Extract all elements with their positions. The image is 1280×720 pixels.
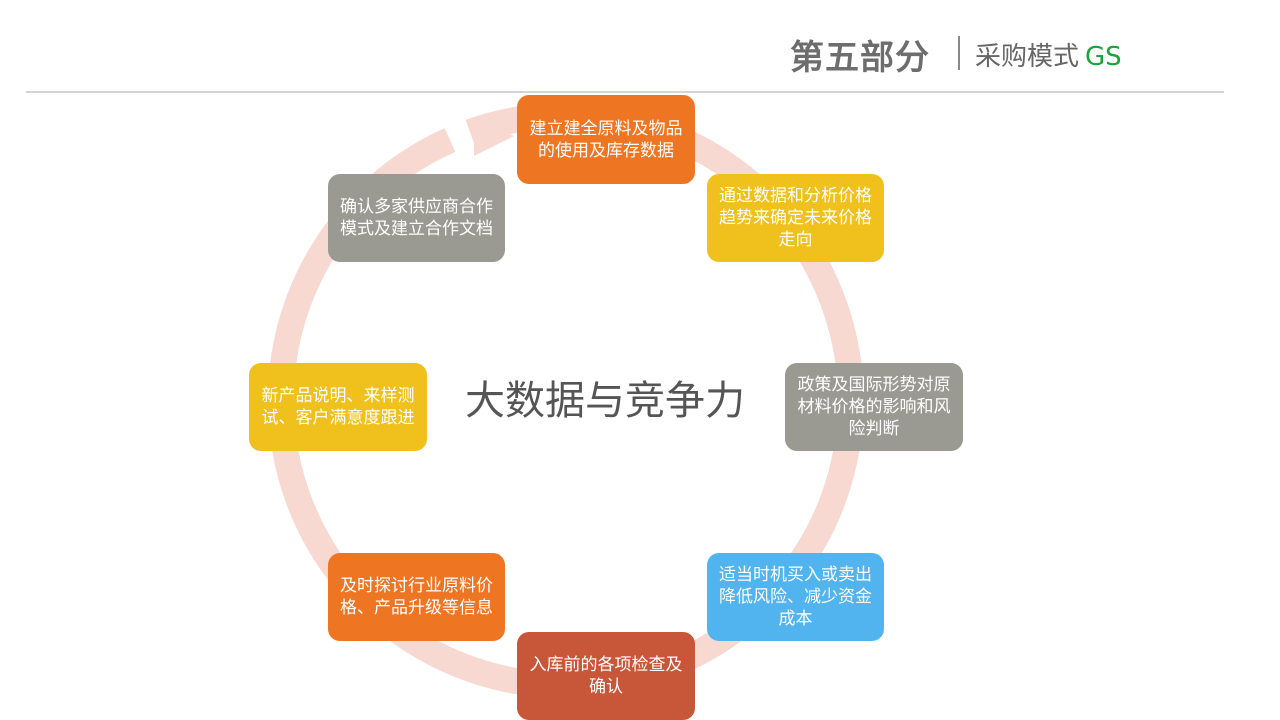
cycle-node-4-text: 适当时机买入或卖出降低风险、减少资金成本 <box>719 565 872 629</box>
header-rule <box>26 91 1224 93</box>
cycle-node-2: 通过数据和分析价格趋势来确定未来价格走向 <box>707 174 884 262</box>
cycle-node-5-text: 入库前的各项检查及确认 <box>529 655 683 697</box>
cycle-node-8: 确认多家供应商合作模式及建立合作文档 <box>328 174 505 262</box>
cycle-node-8-text: 确认多家供应商合作模式及建立合作文档 <box>340 197 493 239</box>
subtitle-text: 采购模式 <box>975 42 1080 72</box>
cycle-node-2-text: 通过数据和分析价格趋势来确定未来价格走向 <box>719 186 872 250</box>
cycle-node-5: 入库前的各项检查及确认 <box>517 632 695 720</box>
cycle-node-1: 建立建全原料及物品的使用及库存数据 <box>517 95 695 184</box>
cycle-node-6: 及时探讨行业原料价格、产品升级等信息 <box>328 553 505 641</box>
cycle-node-7-text: 新产品说明、来样测试、客户满意度跟进 <box>261 386 415 428</box>
section-title: 第五部分 <box>790 38 930 78</box>
cycle-node-4: 适当时机买入或卖出降低风险、减少资金成本 <box>707 553 884 641</box>
diagram-center-title: 大数据与竞争力 <box>465 378 745 424</box>
cycle-arrow-head <box>474 118 514 156</box>
header-divider <box>958 36 960 70</box>
cycle-node-6-text: 及时探讨行业原料价格、产品升级等信息 <box>340 576 493 618</box>
cycle-node-1-text: 建立建全原料及物品的使用及库存数据 <box>529 118 683 161</box>
cycle-node-7: 新产品说明、来样测试、客户满意度跟进 <box>249 363 427 451</box>
cycle-node-3-text: 政策及国际形势对原材料价格的影响和风险判断 <box>797 375 951 439</box>
cycle-node-3: 政策及国际形势对原材料价格的影响和风险判断 <box>785 363 963 451</box>
subtitle-tag: GS <box>1085 42 1122 72</box>
